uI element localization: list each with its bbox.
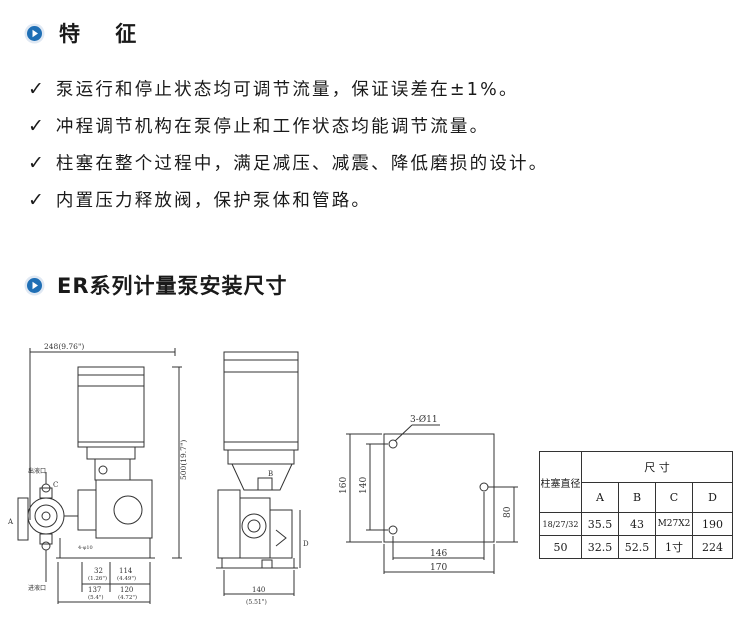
dim-248-label: 248(9.76") [44,342,84,351]
installation-drawing: 248(9.76") 500(19.7") 出液口 C [7,342,518,606]
pump-front-view: B D 140 (5.51") [216,351,309,606]
table-cell: 52.5 [618,535,656,559]
check-icon: ✓ [28,151,44,174]
dim-a-label: A [7,518,14,526]
check-icon: ✓ [28,188,44,211]
table-cell: M27X2 [655,512,693,536]
table-col-header: A [581,481,619,513]
section-title-features: 特 征 [59,22,151,46]
section-header-features: 特 征 [24,18,150,48]
table-row: 18/27/32 35.5 43 M27X2 190 [539,512,733,536]
dim-114-label: 114 [119,567,133,575]
dim-32-sub: (1.26") [88,575,107,582]
table-cell: 224 [692,535,733,559]
feature-text: 泵运行和停止状态均可调节流量，保证误差在±1%。 [55,80,519,100]
play-bullet-icon [24,275,45,295]
feature-text: 内置压力释放阀，保护泵体和管路。 [55,191,372,211]
play-bullet-icon [24,23,45,43]
base-plate-view: 3-Ø11 160 140 80 146 170 [339,414,518,574]
section-header-dimensions: ER系列计量泵安装尺寸 [24,270,288,300]
bolt-label: 4-φ10 [78,545,93,551]
outlet-label: 出液口 [28,467,46,475]
table-col-header: C [655,481,693,513]
table-cell: 190 [692,512,733,536]
feature-text: 冲程调节机构在泵停止和工作状态均能调节流量。 [55,117,490,137]
hole-label: 3-Ø11 [410,414,438,425]
dim-114-sub: (4.49") [117,575,136,582]
check-icon: ✓ [28,77,44,100]
dim-32-label: 32 [94,567,103,575]
feature-item: ✓ 冲程调节机构在泵停止和工作状态均能调节流量。 [28,107,548,144]
check-icon: ✓ [28,114,44,137]
dim-120-label: 120 [120,586,133,594]
dim-d-label: D [303,540,309,548]
pump-side-view: 248(9.76") 500(19.7") 出液口 C [7,342,188,604]
table-cell: 32.5 [581,535,619,559]
dim-140-label: 140 [252,586,265,594]
table-col-header: D [692,481,733,513]
feature-item: ✓ 泵运行和停止状态均可调节流量，保证误差在±1%。 [28,70,548,107]
dim-80-label: 80 [503,506,513,518]
dim-b-label: B [268,470,273,478]
table-cell: 35.5 [581,512,619,536]
table-group-header: 尺 寸 [581,451,733,483]
feature-list: ✓ 泵运行和停止状态均可调节流量，保证误差在±1%。 ✓ 冲程调节机构在泵停止和工作… [28,70,548,218]
dim-500-label: 500(19.7") [179,440,188,480]
table-cell-dia: 18/27/32 [539,512,582,536]
dimension-table: 柱塞直径 尺 寸 A B C D 18/27/32 35.5 43 M27X2 … [539,451,733,559]
table-col-header: B [618,481,656,513]
dim-170-label: 170 [430,563,447,573]
table-cell: 43 [618,512,656,536]
table-cell: 1寸 [655,535,693,559]
table-row-header: 柱塞直径 [539,451,582,513]
dim-140-plate-label: 140 [359,477,369,494]
feature-item: ✓ 内置压力释放阀，保护泵体和管路。 [28,181,548,218]
table-cell-dia: 50 [539,535,582,559]
dim-146-label: 146 [430,549,447,559]
dim-137-sub: (5.4") [88,594,104,601]
dim-160-label: 160 [339,477,349,494]
table-row: 50 32.5 52.5 1寸 224 [539,535,733,559]
feature-item: ✓ 柱塞在整个过程中，满足减压、减震、降低磨损的设计。 [28,144,548,181]
dim-137-label: 137 [88,586,101,594]
section-title-dimensions: ER系列计量泵安装尺寸 [57,274,288,298]
inlet-label: 进液口 [28,584,46,592]
dim-c-label: C [53,481,58,489]
dim-140-sub: (5.51") [246,599,267,606]
feature-text: 柱塞在整个过程中，满足减压、减震、降低磨损的设计。 [55,154,549,174]
dim-120-sub: (4.72") [118,594,137,601]
